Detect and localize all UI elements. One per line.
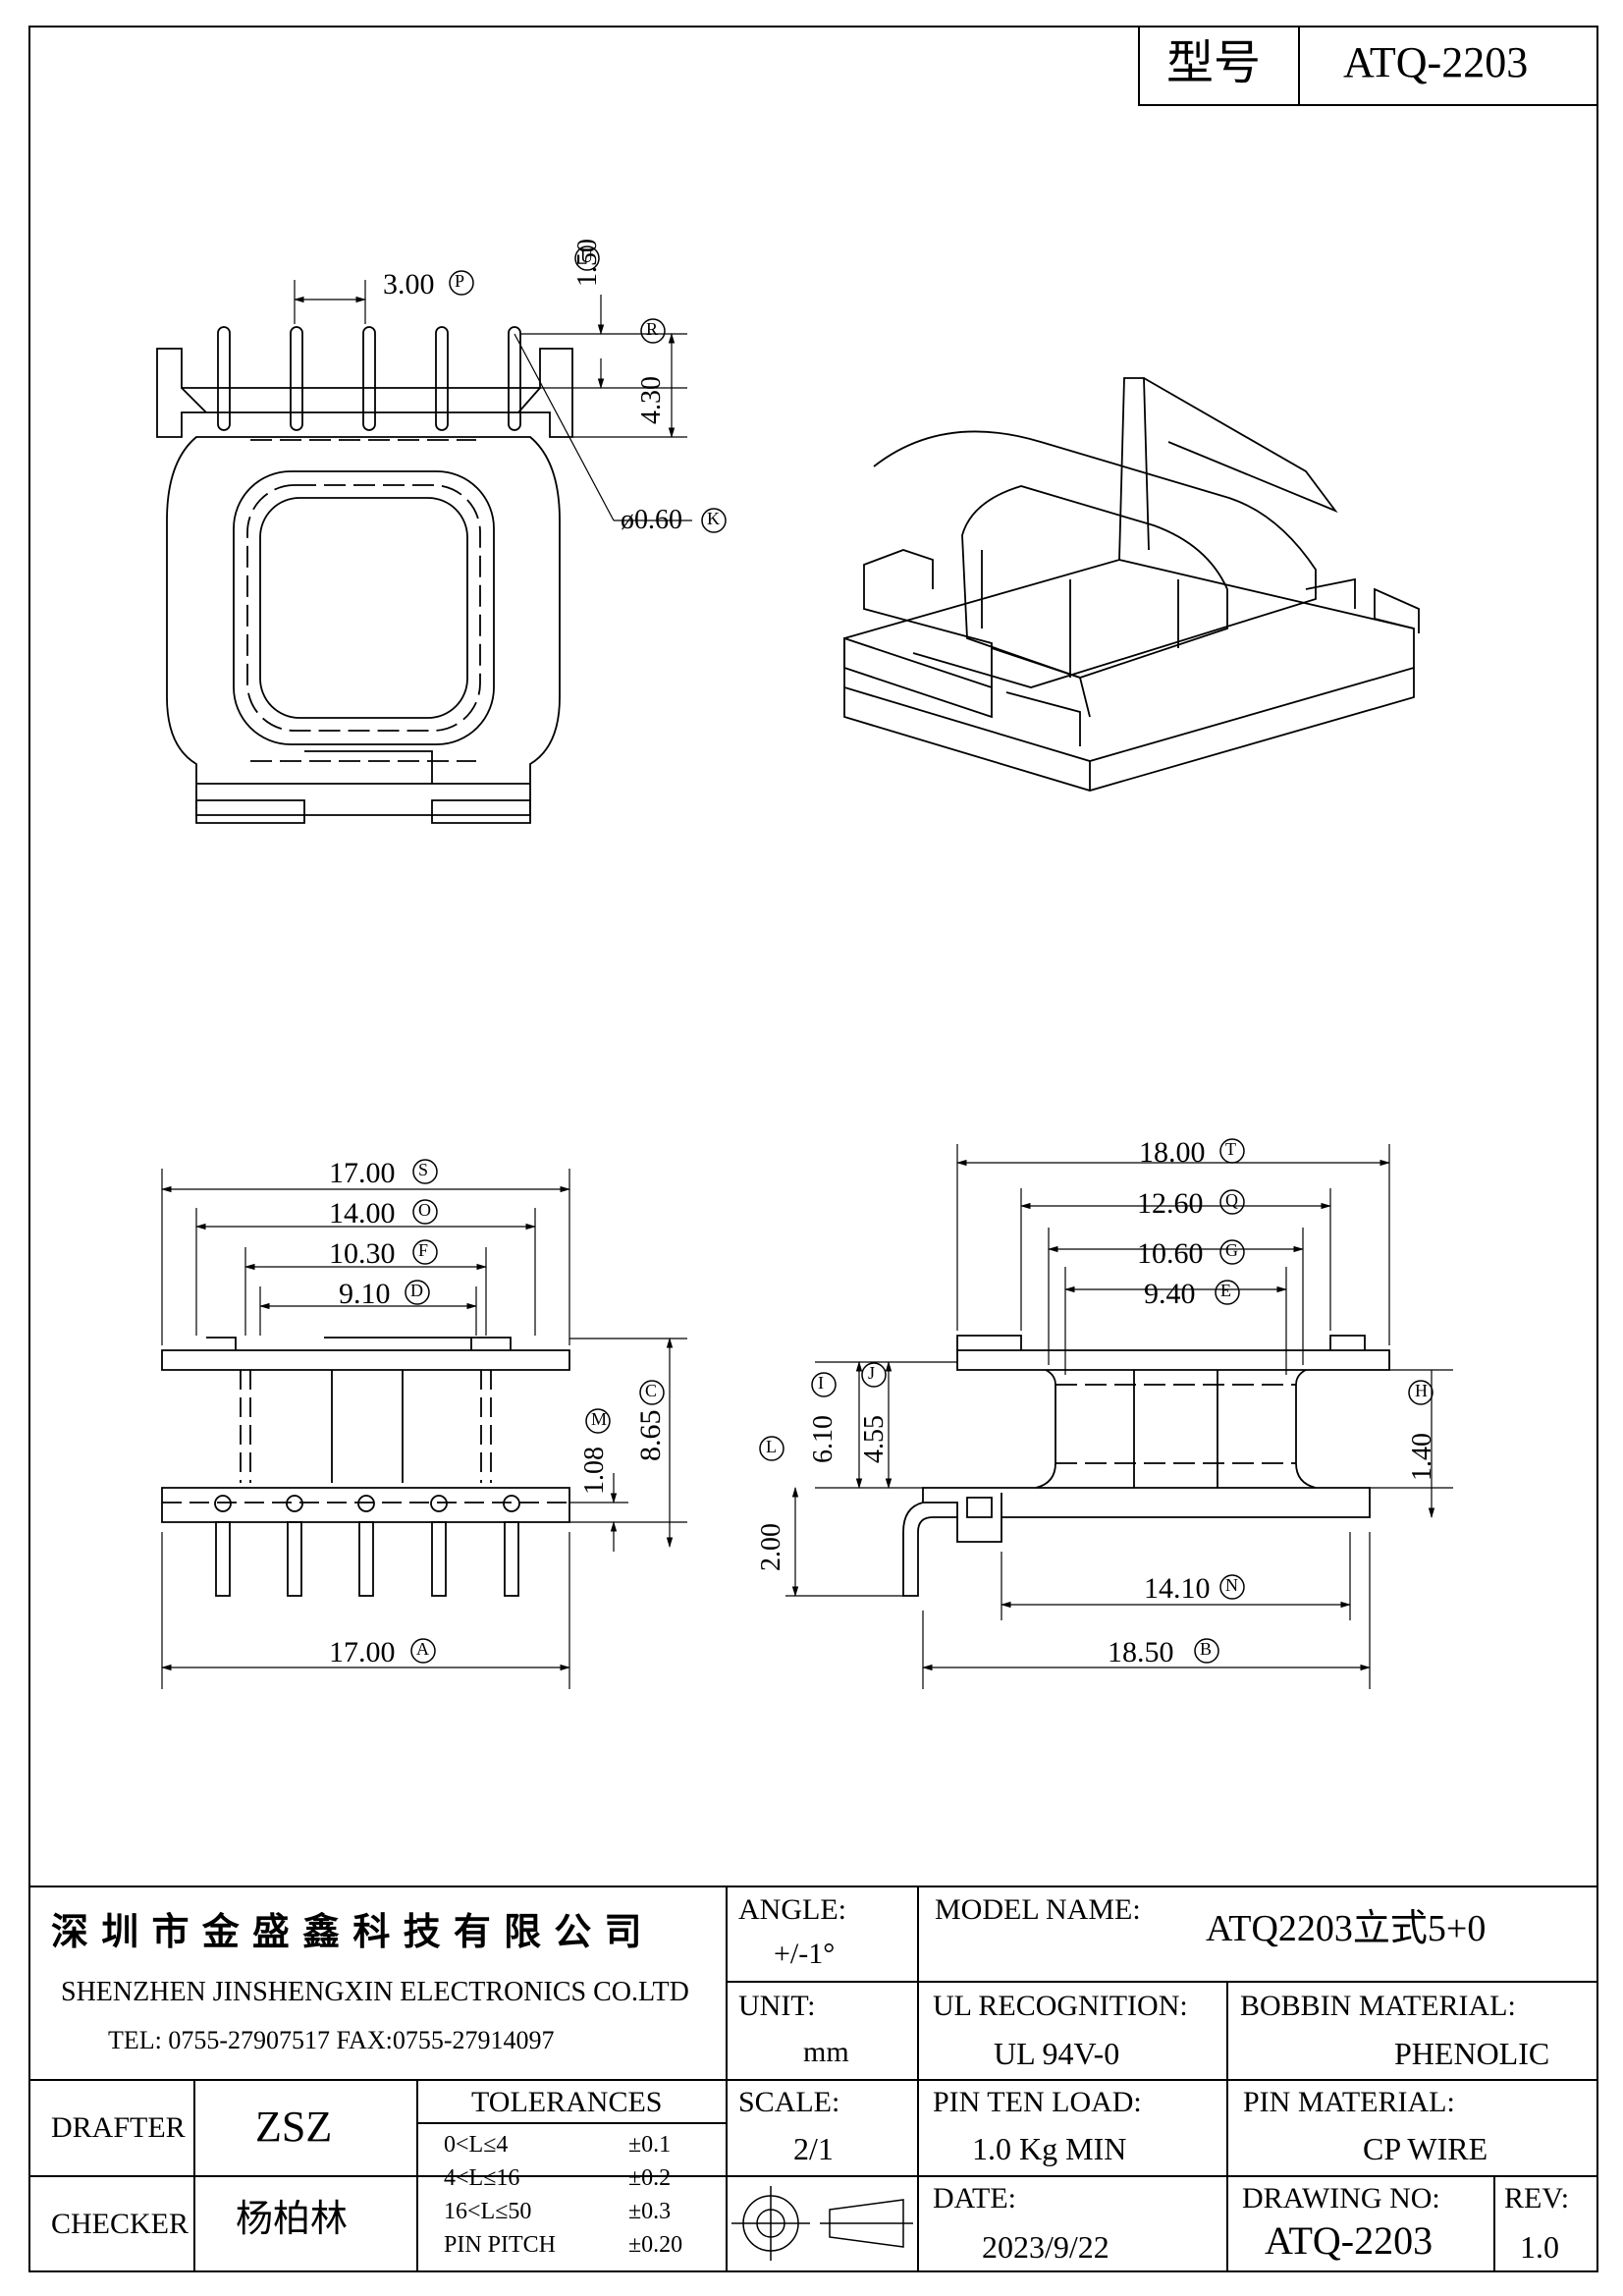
tolerance-range: 4<L≤16 xyxy=(444,2165,520,2191)
dim-j-letter: J xyxy=(868,1363,876,1383)
model-label: MODEL NAME: xyxy=(935,1893,1141,1926)
dim-l-letter: L xyxy=(766,1437,777,1456)
dim-o-letter: O xyxy=(418,1200,431,1220)
angle-label: ANGLE: xyxy=(738,1893,846,1926)
dim-d-value: 9.10 xyxy=(339,1278,391,1310)
drawing-no-label: DRAWING NO: xyxy=(1242,2182,1440,2214)
type-value: ATQ-2203 xyxy=(1343,38,1529,86)
dim-m-value: 1.08 xyxy=(579,1447,610,1495)
pin-load-value: 1.0 Kg MIN xyxy=(972,2131,1127,2166)
dim-n-letter: N xyxy=(1225,1575,1238,1595)
title-block-grid xyxy=(29,1886,1597,2271)
front-view xyxy=(161,1337,570,1597)
dim-p-letter: P xyxy=(455,271,465,291)
dim-i-value: 6.10 xyxy=(808,1415,839,1463)
checker-value: 杨柏林 xyxy=(236,2197,349,2240)
company-contact: TEL: 0755-27907517 FAX:0755-27914097 xyxy=(108,2026,555,2054)
drafter-value: ZSZ xyxy=(255,2103,333,2151)
dim-s-letter: S xyxy=(418,1160,429,1179)
dim-a-letter: A xyxy=(416,1639,429,1659)
drafter-label: DRAFTER xyxy=(51,2111,186,2144)
dim-e-letter: E xyxy=(1220,1281,1231,1300)
dim-r-value: 4.30 xyxy=(636,376,667,424)
ul-value: UL 94V-0 xyxy=(994,2036,1120,2071)
pin-material-label: PIN MATERIAL: xyxy=(1243,2086,1455,2118)
unit-value: mm xyxy=(803,2036,849,2068)
dim-k-value: ø0.60 xyxy=(621,505,682,535)
sheet-border xyxy=(28,26,1598,2272)
dim-q-letter: Q xyxy=(1225,1190,1238,1210)
dim-a-value: 17.00 xyxy=(329,1636,396,1668)
tolerance-range: PIN PITCH xyxy=(444,2232,557,2258)
angle-value: +/-1° xyxy=(774,1938,836,1970)
pin-material-value: CP WIRE xyxy=(1363,2131,1488,2166)
rev-label: REV: xyxy=(1504,2182,1570,2214)
dim-o-value: 14.00 xyxy=(329,1197,396,1230)
dim-p-value: 3.00 xyxy=(383,268,435,301)
tolerances-label: TOLERANCES xyxy=(471,2086,663,2118)
checker-label: CHECKER xyxy=(51,2208,189,2240)
type-label: 型号 xyxy=(1166,35,1262,90)
dim-q-value: 12.60 xyxy=(1137,1187,1204,1220)
ul-label: UL RECOGNITION: xyxy=(933,1990,1188,2022)
dim-b-letter: B xyxy=(1200,1639,1213,1659)
dim-l-value: 2.00 xyxy=(756,1523,786,1571)
tolerance-value: ±0.20 xyxy=(628,2232,683,2258)
top-view xyxy=(156,326,573,824)
dim-i-letter: I xyxy=(818,1373,824,1393)
dim-h-letter: H xyxy=(1415,1381,1428,1400)
projection-symbol xyxy=(731,2186,913,2261)
dim-h-value: 1.40 xyxy=(1407,1433,1437,1481)
tolerance-value: ±0.1 xyxy=(628,2132,672,2158)
dim-c-letter: C xyxy=(645,1381,658,1400)
dim-f-value: 10.30 xyxy=(329,1237,396,1270)
bobbin-material-value: PHENOLIC xyxy=(1394,2036,1550,2071)
bobbin-material-label: BOBBIN MATERIAL: xyxy=(1240,1990,1516,2022)
dim-j-value: 4.55 xyxy=(859,1415,890,1463)
dim-k-letter: K xyxy=(707,509,720,528)
rev-value: 1.0 xyxy=(1520,2229,1559,2265)
dim-c-value: 8.65 xyxy=(634,1409,667,1462)
company-name-cn: 深 圳 市 金 盛 鑫 科 技 有 限 公 司 xyxy=(51,1910,642,1953)
dim-b-value: 18.50 xyxy=(1108,1636,1174,1668)
tolerance-value: ±0.3 xyxy=(628,2199,672,2224)
date-value: 2023/9/22 xyxy=(982,2229,1109,2265)
dim-t-letter: T xyxy=(1225,1139,1236,1159)
dim-u-letter: U xyxy=(580,246,593,266)
dim-r-letter: R xyxy=(646,319,659,339)
isometric-view xyxy=(843,377,1420,792)
scale-label: SCALE: xyxy=(738,2086,840,2118)
pin-load-label: PIN TEN LOAD: xyxy=(933,2086,1142,2118)
tolerance-range: 16<L≤50 xyxy=(444,2199,532,2224)
header-box xyxy=(1138,26,1598,106)
model-value: ATQ2203立式5+0 xyxy=(1206,1908,1487,1949)
company-name-en: SHENZHEN JINSHENGXIN ELECTRONICS CO.LTD xyxy=(61,1977,689,2007)
dim-f-letter: F xyxy=(418,1240,429,1260)
dim-m-letter: M xyxy=(591,1409,608,1429)
dim-d-letter: D xyxy=(410,1281,423,1300)
date-label: DATE: xyxy=(933,2182,1016,2214)
side-view xyxy=(902,1335,1390,1597)
unit-label: UNIT: xyxy=(738,1990,816,2022)
tolerance-value: ±0.2 xyxy=(628,2165,672,2191)
dim-s-value: 17.00 xyxy=(329,1157,396,1189)
dim-circles xyxy=(405,246,1434,1664)
drawing-no-value: ATQ-2203 xyxy=(1265,2218,1434,2263)
dim-g-letter: G xyxy=(1225,1240,1238,1260)
dim-g-value: 10.60 xyxy=(1137,1237,1204,1270)
tolerance-range: 0<L≤4 xyxy=(444,2132,509,2158)
dim-e-value: 9.40 xyxy=(1144,1278,1196,1310)
dim-n-value: 14.10 xyxy=(1144,1572,1211,1605)
dim-t-value: 18.00 xyxy=(1139,1136,1206,1169)
scale-value: 2/1 xyxy=(793,2131,834,2166)
